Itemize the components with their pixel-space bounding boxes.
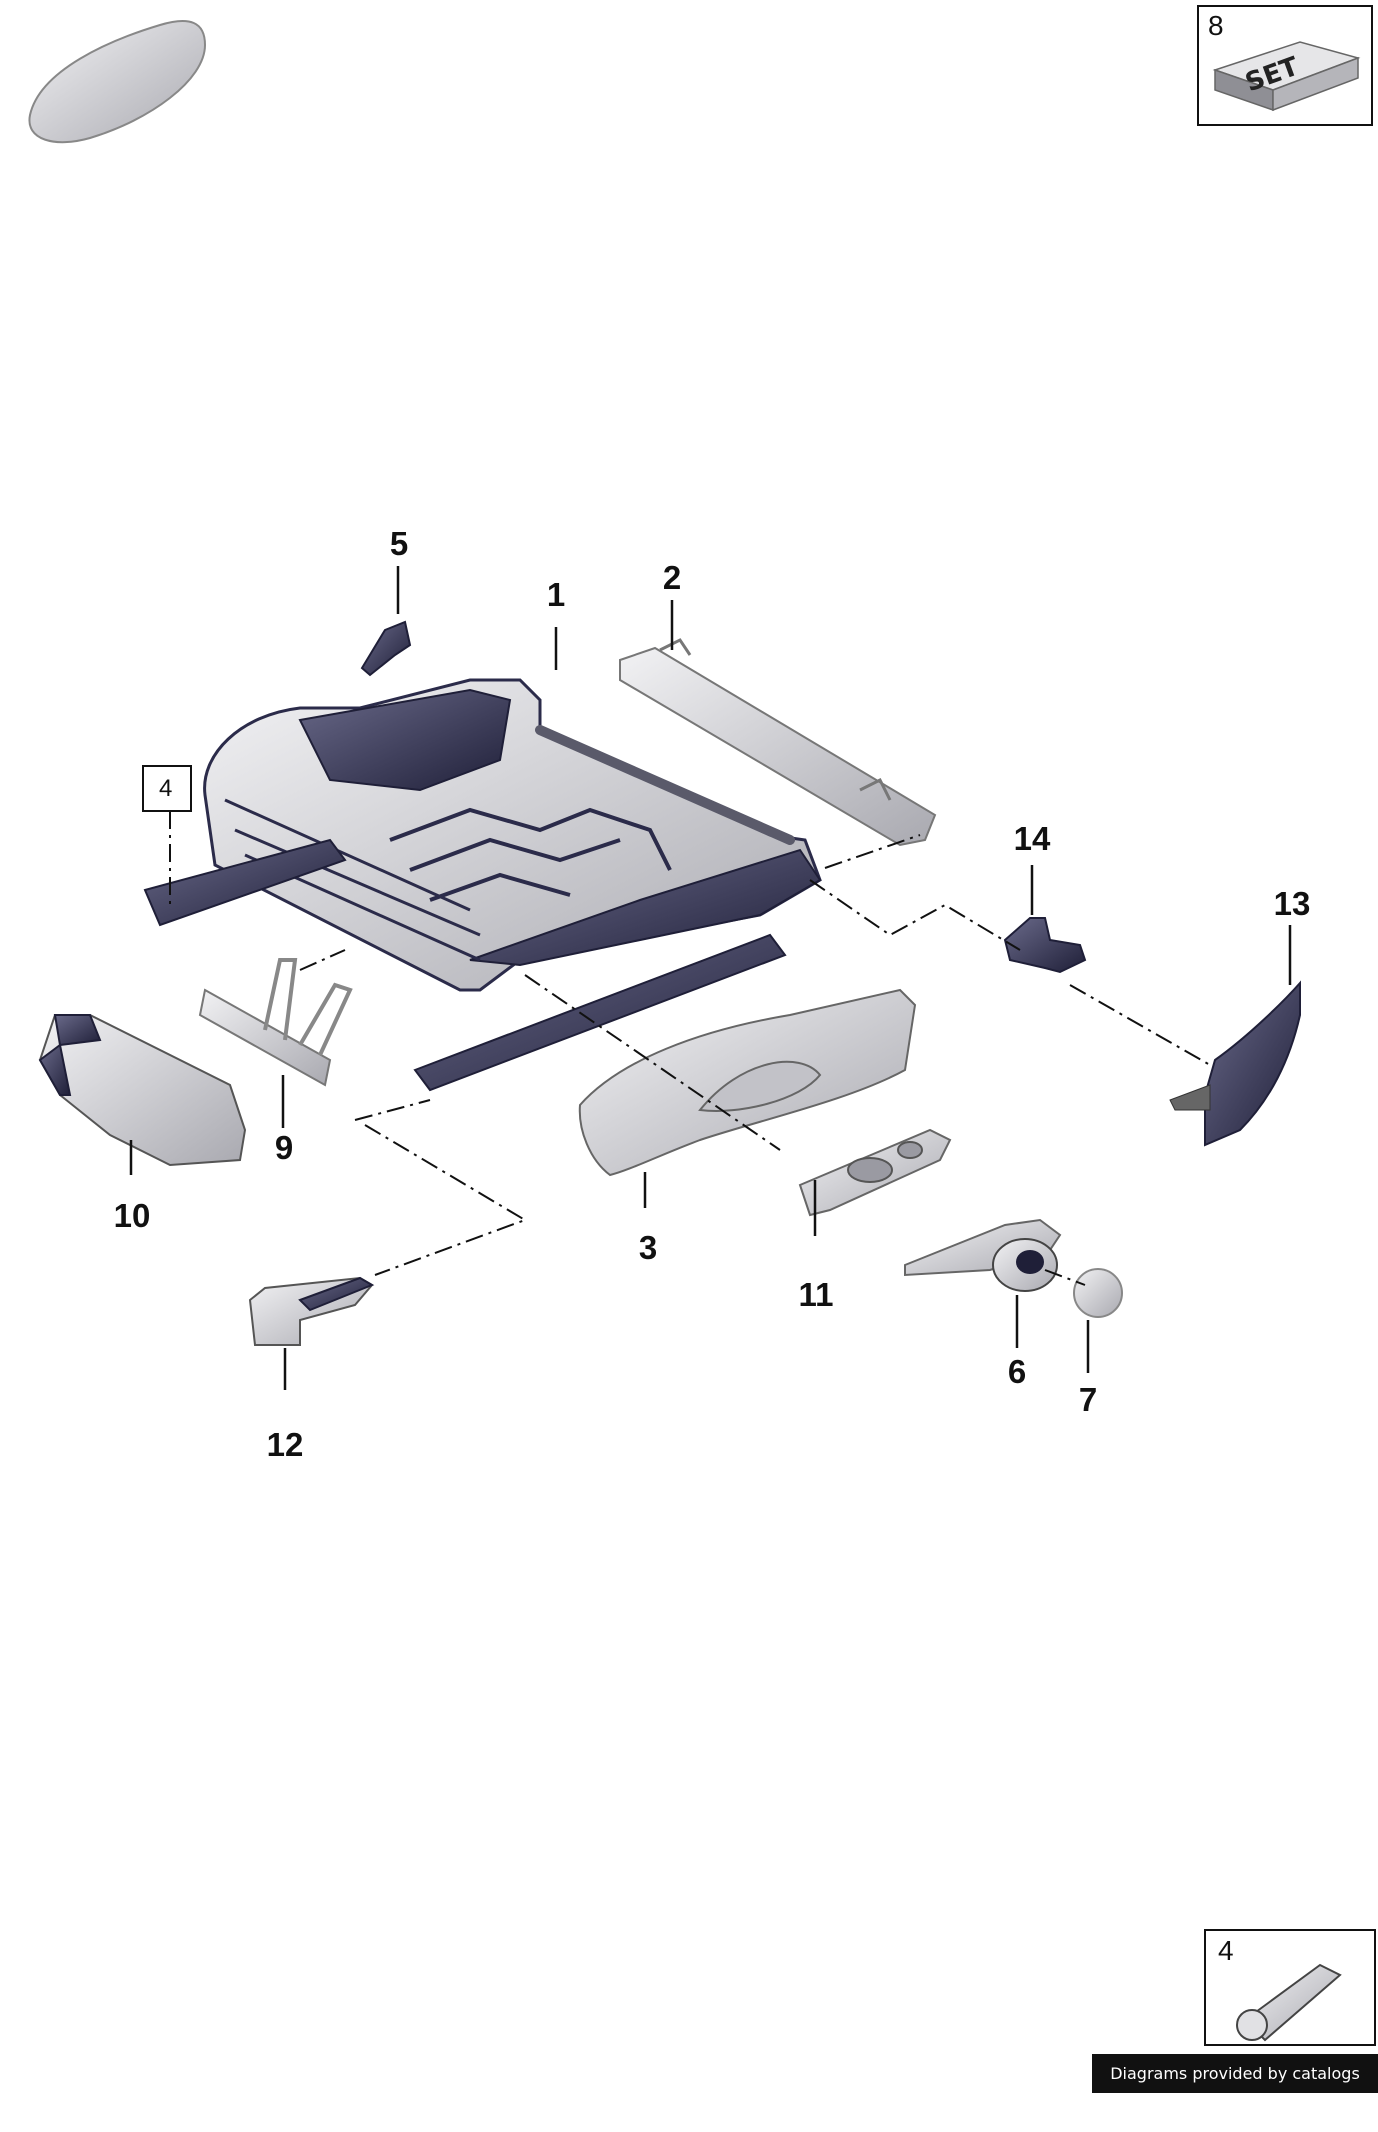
seat-rail-right [413,933,787,1092]
callout-7: 7 [1078,1381,1098,1418]
lever-knob-part-6 [904,1218,1062,1292]
clip-part-5 [360,620,412,677]
callout-2: 2 [662,559,682,596]
bracket-part-14 [1003,917,1087,974]
callout-6: 6 [1007,1353,1027,1390]
car-silhouette-icon [28,20,207,144]
side-trim-part-3 [578,988,917,1177]
callout-12: 12 [266,1426,304,1463]
seat-frame-part-1 [203,678,822,992]
callout-11: 11 [798,1276,834,1313]
trim-part-13 [1169,980,1301,1147]
inline-ref-box-4 [142,765,192,812]
cover-part-10 [38,1014,247,1167]
inline-box-label: 4 [159,775,173,802]
assembly-lines [169,811,1211,1286]
attribution-footer: Diagrams provided by catalogs parts [1092,2054,1378,2122]
callout-13: 13 [1273,885,1311,922]
screw-box [1204,1929,1376,2046]
callout-5: 5 [389,525,409,562]
set-kit-box [1197,5,1373,126]
set-box-number: 8 [1208,10,1224,41]
callout-14: 14 [1013,820,1051,857]
switch-panel-part-11 [798,1128,952,1217]
callout-10: 10 [113,1197,151,1234]
seat-rail-left [143,838,347,927]
callout-1: 1 [546,576,566,613]
bracket-part-9 [198,958,353,1087]
callout-3: 3 [638,1229,658,1266]
rear-crossmember-part-2 [619,638,937,847]
leader-lines [129,566,1292,1390]
callout-9: 9 [274,1129,294,1166]
screw-box-number: 4 [1218,1935,1234,1966]
cap-part-7 [1073,1268,1123,1318]
handle-part-12 [248,1276,375,1346]
